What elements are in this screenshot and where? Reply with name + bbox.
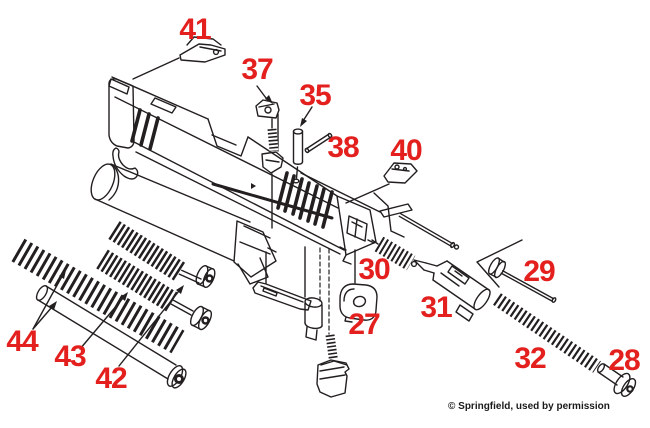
screw-28 [596,363,637,397]
pin-38 [304,132,333,154]
spring-32 [493,293,601,373]
copyright-credit: © Springfield, used by permission [448,401,610,412]
leader-44b [32,306,53,330]
part-label-35: 35 [299,79,331,112]
leader-43 [79,297,124,350]
slide-body [108,76,377,265]
part-label-29: 29 [523,255,555,288]
pin-35 [292,128,304,184]
part-label-31: 31 [420,291,452,324]
front-sight [300,162,418,218]
part-label-30: 30 [358,253,390,286]
leader-41 [132,57,180,80]
leader-35 [302,106,313,122]
part-label-42: 42 [95,362,127,395]
striker-assembly [413,259,491,322]
barrel [90,163,277,285]
leader-arrows [32,85,313,367]
part-label-40: 40 [390,134,422,167]
part-label-44: 44 [6,325,38,358]
striker-rod-and-brackets [373,192,523,288]
part-label-41: 41 [179,13,211,46]
part-label-27: 27 [348,308,380,341]
part-label-28: 28 [608,344,640,377]
striker-safety-block [316,247,350,398]
guide-rod-tube [35,284,187,389]
leader-37 [256,85,267,99]
captive-spring-assembly-upper [108,221,216,289]
extractor-group [255,99,284,229]
rear-sight [132,36,226,80]
leader-44a [32,277,62,330]
leader-42 [118,290,180,367]
firing-pin [487,257,557,303]
striker-spring [371,236,418,271]
captive-spring-assembly-lower [96,249,213,331]
extractor-lever [252,246,323,341]
leader-40 [345,183,390,204]
part-label-38: 38 [327,131,359,164]
part-label-37: 37 [241,53,273,86]
backplate [339,249,378,323]
part-label-32: 32 [514,342,546,375]
part-label-43: 43 [54,340,86,373]
